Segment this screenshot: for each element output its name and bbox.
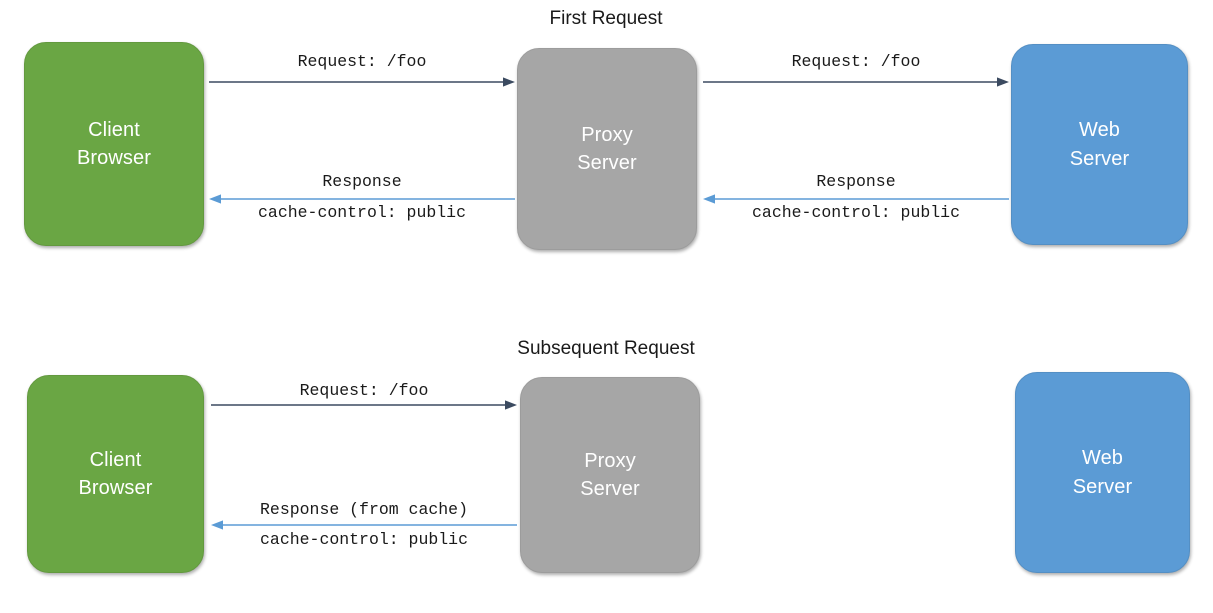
node-label-line1: Web: [1078, 119, 1121, 142]
arrow-proxy-to-client-response-first: [209, 192, 515, 206]
node-client-browser-subsequent: Client Browser: [27, 375, 204, 573]
node-label-line1: Proxy: [584, 449, 636, 472]
arrow-label-proxy-to-web-request-first: Request: /foo: [791, 52, 921, 71]
arrow-label-client-to-proxy-request-first: Request: /foo: [297, 52, 427, 71]
node-label-line1: Proxy: [581, 123, 633, 146]
node-label-line2: Server: [577, 152, 637, 174]
arrow-label-web-to-proxy-response-bottom-first: cache-control: public: [752, 203, 960, 222]
node-proxy-server-subsequent: Proxy Server: [520, 377, 700, 573]
node-label-line1: Web: [1081, 447, 1124, 470]
node-label-line1: Client: [88, 118, 140, 141]
arrow-label-proxy-to-client-response-top-subsequent: Response (from cache): [260, 500, 468, 519]
node-client-browser-first: Client Browser: [24, 42, 204, 246]
arrow-label-proxy-to-client-response-top-first: Response: [322, 172, 402, 191]
node-label-line2: Browser: [78, 477, 153, 499]
node-web-server-first: Web Server: [1011, 44, 1188, 245]
arrow-label-web-to-proxy-response-top-first: Response: [816, 172, 896, 191]
arrow-proxy-to-web-request-first: [703, 75, 1009, 89]
arrow-label-proxy-to-client-response-bottom-first: cache-control: public: [258, 203, 466, 222]
arrow-client-to-proxy-request-first: [209, 75, 515, 89]
node-web-server-subsequent: Web Server: [1015, 372, 1190, 573]
arrow-label-client-to-proxy-request-subsequent: Request: /foo: [299, 381, 429, 400]
node-label-line1: Client: [89, 448, 142, 471]
arrow-proxy-to-client-response-subsequent: [211, 518, 517, 532]
section-title-subsequent-request: Subsequent Request: [517, 338, 695, 359]
arrow-client-to-proxy-request-subsequent: [211, 398, 517, 412]
node-label-line2: Browser: [76, 147, 152, 169]
arrow-web-to-proxy-response-first: [703, 192, 1009, 206]
node-label-line2: Server: [1072, 475, 1133, 498]
node-label-line2: Server: [1069, 147, 1130, 170]
node-label-line2: Server: [580, 478, 640, 500]
arrow-label-proxy-to-client-response-bottom-subsequent: cache-control: public: [260, 530, 468, 549]
section-title-first-request: First Request: [549, 8, 663, 29]
node-proxy-server-first: Proxy Server: [517, 48, 697, 250]
